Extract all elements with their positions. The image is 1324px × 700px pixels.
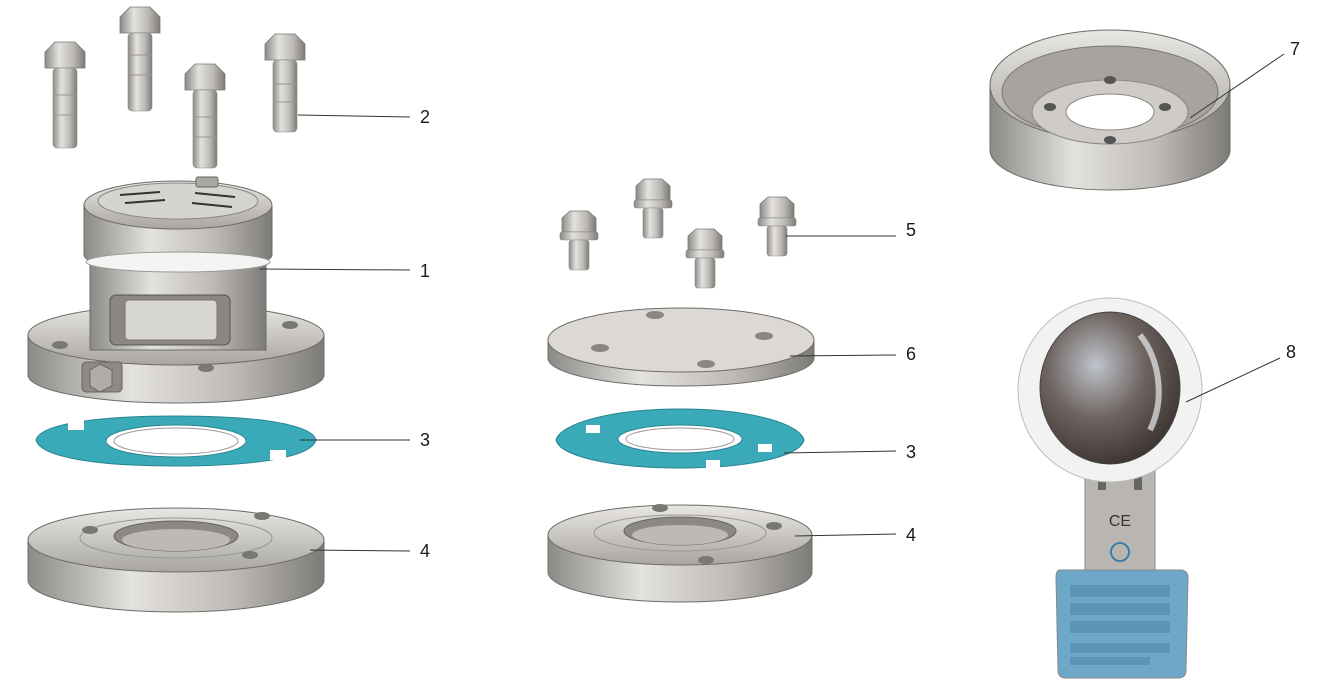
leader-line <box>789 354 897 357</box>
left-assembly <box>27 6 325 613</box>
middle-assembly <box>547 178 815 603</box>
leader-line <box>783 450 897 454</box>
rupture-disc-holder <box>27 176 325 404</box>
blind-plate <box>547 307 815 387</box>
bolt <box>633 178 673 239</box>
bolt <box>184 63 226 169</box>
ce-mark: CE <box>1109 513 1131 530</box>
lower-flange <box>547 504 813 603</box>
callout-label: 3 <box>420 430 430 450</box>
bolt <box>119 6 161 112</box>
rupture-disc-with-tag: CE <box>1017 297 1203 679</box>
middle-bolts <box>559 178 797 289</box>
gasket <box>555 408 805 469</box>
leader-line <box>1185 357 1281 403</box>
bolt <box>559 210 599 271</box>
insert-holder-ring <box>989 29 1231 191</box>
leader-line <box>259 268 411 271</box>
callout-label: 1 <box>420 261 430 281</box>
leader-line <box>1189 53 1285 119</box>
callout-label: 7 <box>1290 39 1300 59</box>
lower-flange <box>27 507 325 613</box>
callout-label: 8 <box>1286 342 1296 362</box>
leader-line <box>297 114 411 118</box>
callout-label: 4 <box>420 541 430 561</box>
callouts: 2 1 3 4 5 6 3 4 7 8 <box>259 39 1300 561</box>
left-bolts <box>44 6 306 169</box>
bolt <box>685 228 725 289</box>
bolt <box>264 33 306 133</box>
leader-line <box>309 549 411 552</box>
bolt <box>44 41 86 149</box>
bolt <box>757 196 797 257</box>
callout-label: 4 <box>906 525 916 545</box>
leader-line <box>794 533 897 537</box>
callout-label: 2 <box>420 107 430 127</box>
callout-label: 6 <box>906 344 916 364</box>
callout-label: 3 <box>906 442 916 462</box>
gasket <box>35 415 317 467</box>
callout-label: 5 <box>906 220 916 240</box>
